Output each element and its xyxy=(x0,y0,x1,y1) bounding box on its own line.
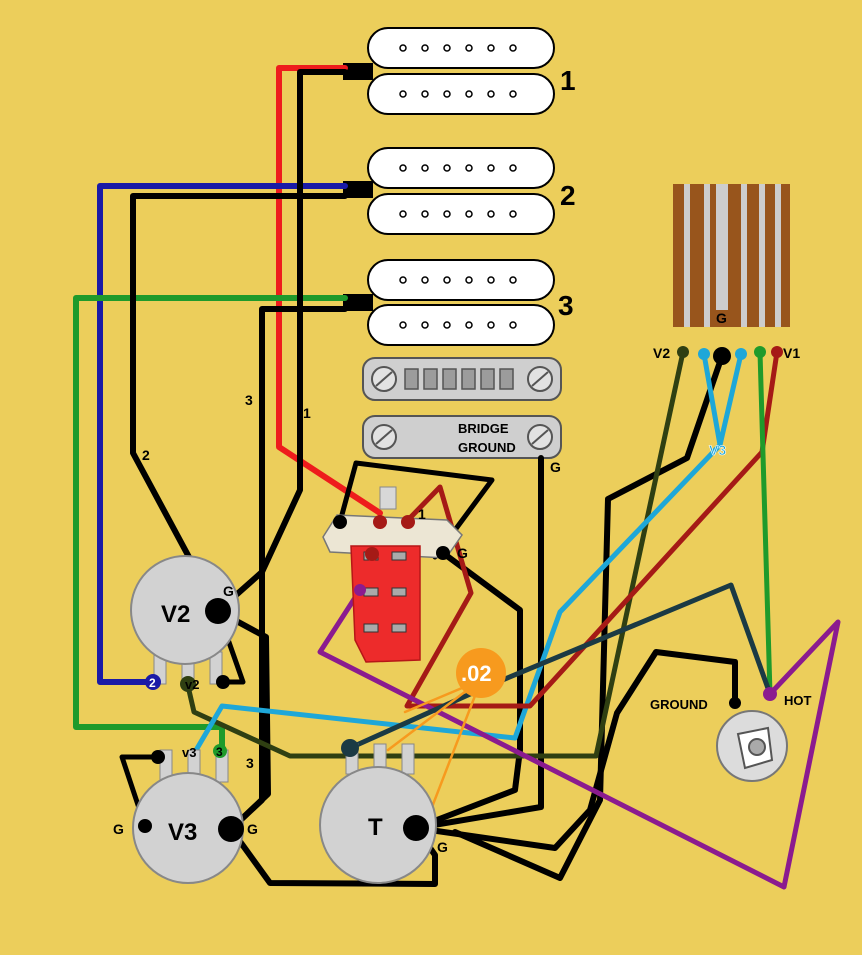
wire-label-3-lower: 3 xyxy=(246,755,254,771)
wire-green-jack xyxy=(757,349,773,697)
pickup-1-label: 1 xyxy=(560,65,576,96)
pot-v2-lug-mid-label: v2 xyxy=(185,677,199,692)
capacitor-lead-2 xyxy=(425,686,480,822)
wire-darkred xyxy=(404,349,780,709)
wire-olive xyxy=(185,349,686,759)
connector-v3-label: V3 xyxy=(709,442,726,458)
wire-blue xyxy=(97,183,348,685)
wire-purple xyxy=(317,587,841,890)
wire-label-1: 1 xyxy=(303,405,311,421)
capacitor-lead-3 xyxy=(403,686,464,714)
jack-ground-label: GROUND xyxy=(650,697,708,712)
pot-v2-lug-left-label: 2 xyxy=(149,676,156,690)
pot-v3-label: V3 xyxy=(168,819,197,846)
bridge-saddles xyxy=(362,357,562,401)
pot-v2-label: V2 xyxy=(161,601,190,628)
wire-black-v2-v3 xyxy=(215,608,271,832)
output-connector: G V2 V1 xyxy=(653,184,800,361)
output-jack[interactable]: GROUND HOT xyxy=(650,687,812,782)
pot-v3[interactable]: V3 G G v3 3 xyxy=(113,744,258,884)
connector-v1-label: V1 xyxy=(783,345,800,361)
bridge-ground-label: G xyxy=(550,459,561,475)
wire-black-v3-ground xyxy=(119,754,161,829)
switch-ground-label: G xyxy=(457,545,468,561)
connector-terminals xyxy=(677,346,783,365)
wire-teal xyxy=(347,582,773,751)
pot-tone-label: T xyxy=(368,814,383,841)
wire-black-bridge xyxy=(413,455,544,831)
wire-black-2 xyxy=(130,193,348,614)
wire-label-3-upper: 3 xyxy=(245,392,253,408)
wire-lightblue xyxy=(189,351,744,760)
wire-red xyxy=(276,65,383,516)
wire-label-2: 2 xyxy=(142,447,150,463)
wire-black-3 xyxy=(228,306,348,832)
pot-v3-lug-mid-label: v3 xyxy=(182,745,196,760)
wire-black-switch-tone xyxy=(413,550,523,831)
wire-black-switch-loop xyxy=(337,460,495,560)
pot-tone[interactable]: T G xyxy=(319,739,448,884)
wire-black-1 xyxy=(215,69,348,614)
pot-tone-ground-label: G xyxy=(437,839,448,855)
pickup-1: 1 xyxy=(343,27,576,115)
pickup-switch[interactable]: 1 G xyxy=(322,486,468,663)
pot-v3-lug-right-label: 3 xyxy=(216,745,223,759)
pot-v2-ground-label: G xyxy=(223,583,234,599)
pot-v3-ground-right-label: G xyxy=(247,821,258,837)
wire-green xyxy=(73,295,348,754)
pickup-2-label: 2 xyxy=(560,180,576,211)
capacitor-label: .02 xyxy=(461,661,492,686)
pot-v3-ground-left-label: G xyxy=(113,821,124,837)
switch-lug-label: 1 xyxy=(418,506,426,522)
jack-hot-label: HOT xyxy=(784,693,812,708)
pot-v2[interactable]: V2 G 2 v2 xyxy=(130,555,240,692)
tone-capacitor: .02 xyxy=(456,648,506,698)
wire-black-jack-ground xyxy=(413,649,738,851)
bridge-label-line1: BRIDGE xyxy=(458,421,509,436)
bridge-ground-plate: BRIDGE GROUND xyxy=(362,415,562,459)
pickup-3: 3 xyxy=(343,259,574,346)
connector-ground-label: G xyxy=(716,310,727,326)
bridge-label-line2: GROUND xyxy=(458,440,516,455)
pickup-3-label: 3 xyxy=(558,290,574,321)
pickup-2: 2 xyxy=(343,147,576,235)
capacitor-lead-1 xyxy=(386,686,472,752)
wire-black-connector-ground xyxy=(452,353,725,881)
connector-v2-label: V2 xyxy=(653,345,670,361)
